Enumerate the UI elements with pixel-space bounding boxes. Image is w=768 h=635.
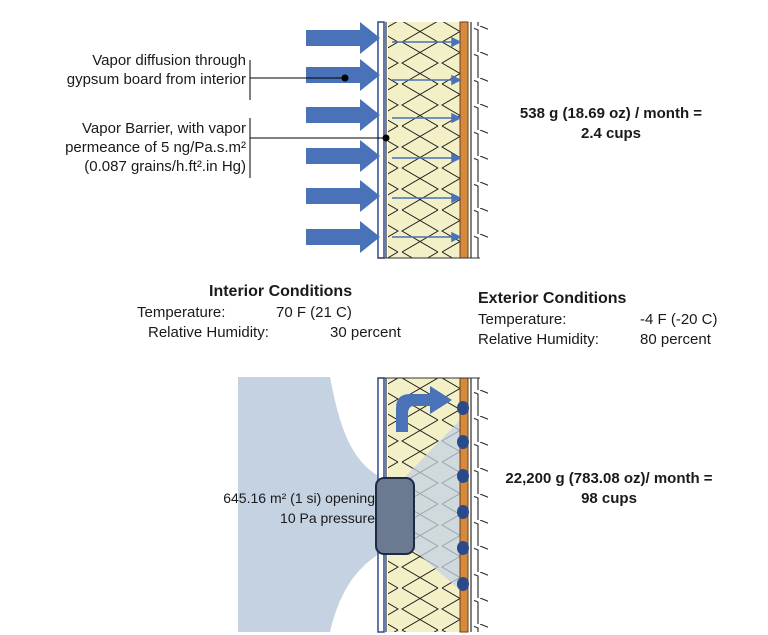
bottom-siding xyxy=(474,378,488,632)
exterior-temperature-value: -4 F (-20 C) xyxy=(640,311,718,328)
top-sheathing xyxy=(459,21,469,259)
top-wall-section xyxy=(377,21,488,259)
bottom-sheathing xyxy=(459,377,469,633)
top-batt-zigzag xyxy=(388,22,460,258)
air-leak-arrow xyxy=(396,386,452,432)
interior-temperature-value: 70 F (21 C) xyxy=(276,304,352,321)
electrical-box-opening xyxy=(375,477,415,555)
diffusion-arrow xyxy=(306,180,380,212)
diffusion-arrow xyxy=(306,221,380,253)
exterior-conditions-heading: Exterior Conditions xyxy=(478,290,627,307)
diffusion-label: Vapor diffusion through gypsum board fro… xyxy=(67,51,246,89)
air-leak-result-amount: 22,200 g (783.08 oz)/ month = xyxy=(505,470,713,487)
interior-humidity-label: Relative Humidity: xyxy=(148,324,269,341)
diffusion-arrow xyxy=(306,140,380,172)
top-gypsum-board xyxy=(377,21,385,259)
diffusion-arrow xyxy=(306,99,380,131)
diffusion-result-amount: 538 g (18.69 oz) / month = xyxy=(519,105,703,122)
diffusion-label-line: gypsum board from interior xyxy=(66,71,246,88)
air-leak-result-cups: 98 cups xyxy=(581,490,637,507)
diffusion-label-line: Vapor diffusion through xyxy=(92,52,246,69)
diffusion-result-cups: 2.4 cups xyxy=(580,125,642,142)
top-siding xyxy=(474,22,488,258)
interior-temperature-label: Temperature: xyxy=(137,304,226,321)
vapor-diffusion-arrows xyxy=(306,22,380,253)
exterior-humidity-label: Relative Humidity: xyxy=(478,331,599,348)
diffusion-arrow xyxy=(306,59,380,91)
vapor-barrier-label: Vapor Barrier, with vapor permeance of 5… xyxy=(65,119,246,176)
diffusion-result: 538 g (18.69 oz) / month = 2.4 cups xyxy=(496,104,726,144)
condensation-droplets xyxy=(457,401,469,591)
moisture-plume xyxy=(402,420,460,590)
air-leak-flow-region xyxy=(238,377,382,632)
diffusion-arrow xyxy=(306,22,380,54)
vapor-barrier-label-line: permeance of 5 ng/Pa.s.m² xyxy=(65,139,246,156)
exterior-temperature-label: Temperature: xyxy=(478,311,567,328)
top-internal-flow-arrows xyxy=(392,36,462,243)
opening-label-block: 645.16 m² (1 si) opening 10 Pa pressure xyxy=(223,488,375,528)
label-leaders xyxy=(249,60,390,178)
interior-conditions-heading: Interior Conditions xyxy=(209,283,353,300)
air-leak-result: 22,200 g (783.08 oz)/ month = 98 cups xyxy=(494,469,724,509)
exterior-humidity-value: 80 percent xyxy=(640,331,711,348)
vapor-barrier-label-line: Vapor Barrier, with vapor xyxy=(82,120,246,137)
vapor-barrier-label-line: (0.087 grains/h.ft².in Hg) xyxy=(84,158,246,175)
pressure-label: 10 Pa pressure xyxy=(280,510,375,526)
opening-size-label: 645.16 m² (1 si) opening xyxy=(223,490,375,506)
interior-humidity-value: 30 percent xyxy=(330,324,401,341)
